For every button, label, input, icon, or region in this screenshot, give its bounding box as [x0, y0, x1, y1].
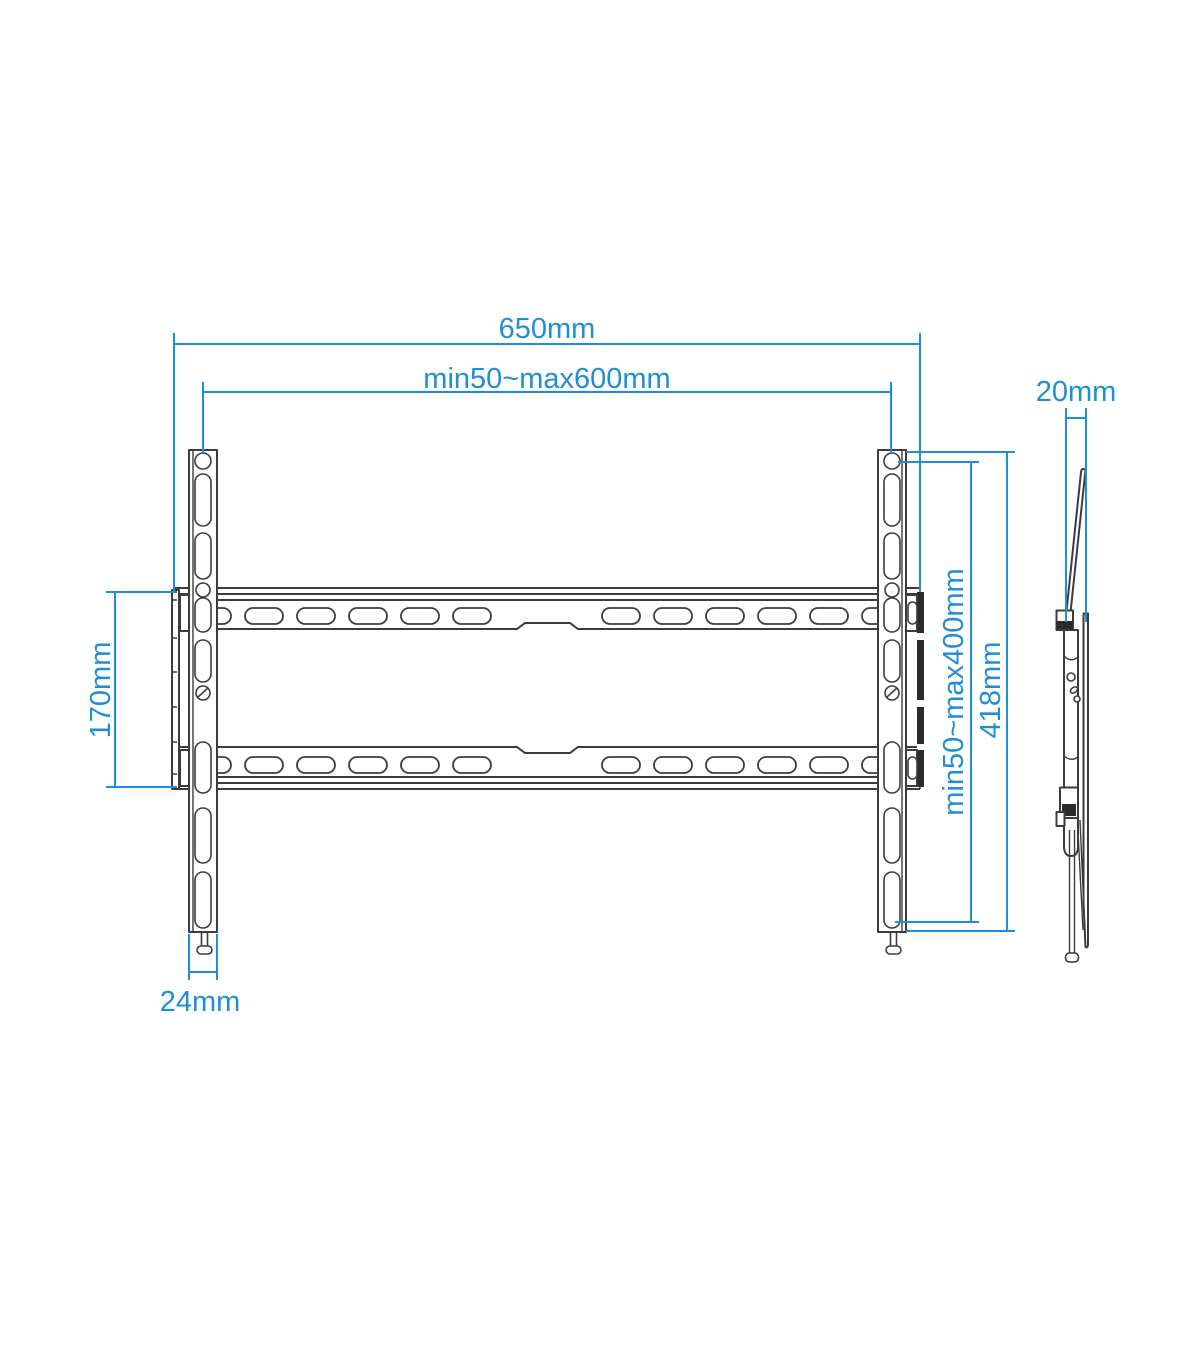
- bracket-pin-right: [885, 931, 902, 955]
- side-lower-arm: [1076, 819, 1086, 935]
- dimension-label-bracket-height: 418mm: [975, 642, 1007, 739]
- side-pin-stem: [1068, 830, 1076, 953]
- side-foot-pin: [1064, 952, 1080, 963]
- dimension-horizontal-pattern: min50~max600mm: [202, 363, 892, 452]
- side-bottom-latch: [1055, 811, 1066, 827]
- side-view: [1055, 467, 1089, 963]
- side-screw-hole-2: [1073, 695, 1081, 703]
- side-tv-arm: [1065, 467, 1087, 615]
- dimension-foot-width: 24mm: [160, 934, 241, 1018]
- bracket-hook-tabs-right: [905, 594, 918, 787]
- wall-rail-bottom: [173, 746, 921, 790]
- side-screw-hole: [1066, 672, 1076, 682]
- side-plate-contour: [1063, 655, 1079, 760]
- side-screw-slot: [1069, 686, 1079, 694]
- front-view: [171, 449, 924, 955]
- dimension-vertical-pattern: min50~max400mm: [895, 461, 979, 923]
- vesa-bracket-left: [188, 449, 218, 955]
- rail-end-right: [917, 592, 924, 787]
- vesa-bracket-right: [877, 449, 907, 955]
- dimension-label-depth: 20mm: [1036, 376, 1117, 408]
- side-wall-plate: [1082, 612, 1089, 949]
- side-rail-top-section: [1056, 621, 1073, 629]
- dimension-label-vertical-pattern: min50~max400mm: [938, 568, 970, 815]
- dimension-label-overall-width: 650mm: [499, 313, 596, 345]
- rail-slots-top: [192, 607, 901, 625]
- rail-end-left: [171, 589, 180, 790]
- dimension-overall-width: 650mm: [173, 313, 921, 591]
- bracket-holes-right: [883, 452, 901, 929]
- bracket-holes-left: [194, 452, 212, 929]
- dimension-label-rail-height: 170mm: [85, 642, 117, 739]
- dimension-label-horizontal-pattern: min50~max600mm: [423, 363, 670, 395]
- dimension-depth: 20mm: [1036, 376, 1117, 622]
- wall-rail-top: [173, 587, 921, 630]
- dimension-bracket-height: 418mm: [906, 451, 1015, 932]
- side-vesa-plate: [1063, 629, 1079, 857]
- bracket-hook-tabs-left: [179, 594, 190, 787]
- bracket-pin-left: [196, 931, 213, 955]
- dimension-rail-height: 170mm: [85, 591, 177, 788]
- dimension-label-foot-width: 24mm: [160, 986, 241, 1018]
- rail-slots-bottom: [192, 756, 901, 774]
